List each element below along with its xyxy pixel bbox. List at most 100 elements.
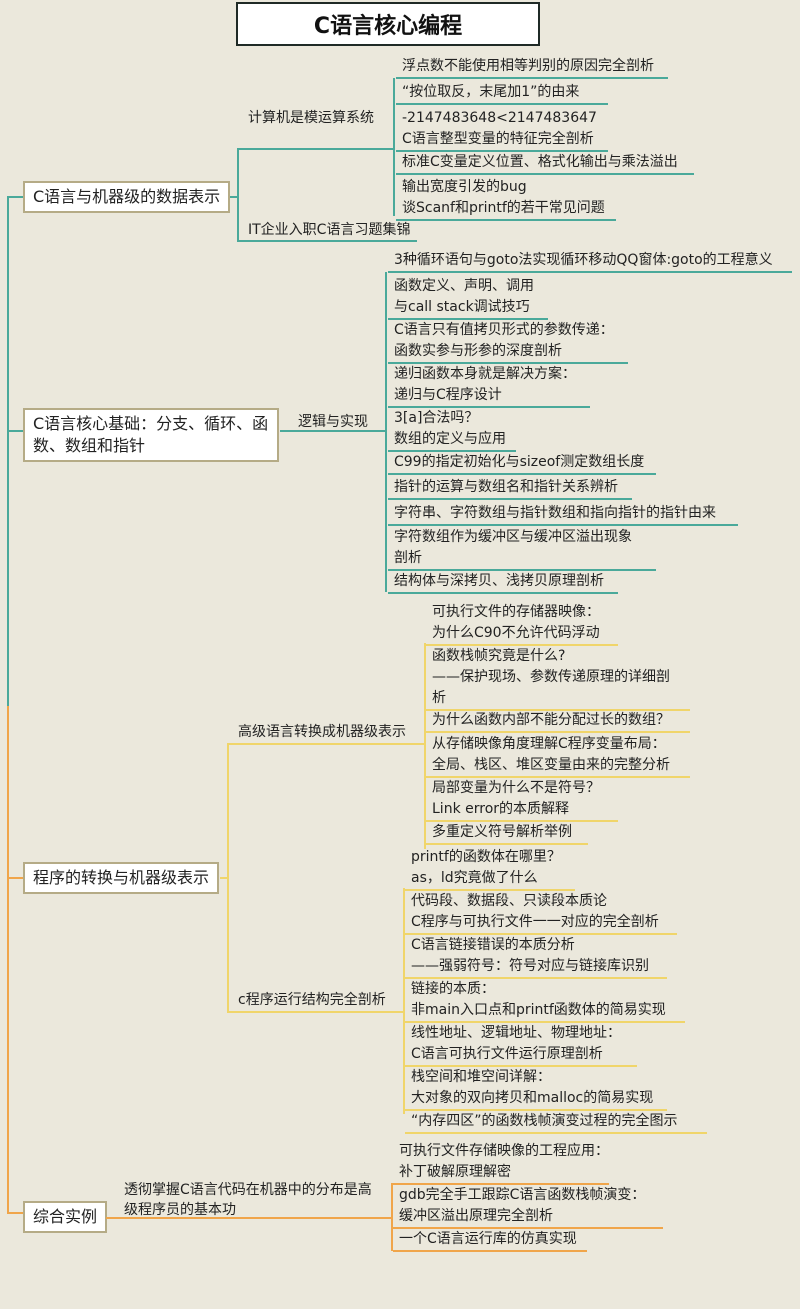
subtopic-high-to-machine[interactable]: 高级语言转换成机器级表示 [238, 724, 406, 740]
leaf-item[interactable]: printf的函数体在哪里？ as，ld究竟做了什么 [405, 847, 575, 891]
leaf-text: 代码段、数据段、只读段本质论 [411, 893, 607, 909]
leaf-text: 补丁破解原理解密 [399, 1164, 511, 1180]
leaf-text: 标准C变量定义位置、格式化输出与乘法溢出 [402, 154, 678, 170]
leaf-text: 局部变量为什么不是符号？ [432, 780, 600, 796]
leaf-text: 全局、栈区、堆区变量由来的完整分析 [432, 757, 670, 773]
leaf-text: 为什么函数内部不能分配过长的数组？ [432, 712, 670, 728]
leaf-text: Link error的本质解释 [432, 801, 570, 817]
leaf-text: 结构体与深拷贝、浅拷贝原理剖析 [394, 573, 604, 589]
leaf-item[interactable]: “按位取反，末尾加1”的由来 [396, 82, 608, 105]
leaf-item[interactable]: 3[a]合法吗？ 数组的定义与应用 [388, 408, 516, 452]
subtopic-modular-arithmetic[interactable]: 计算机是模运算系统 [248, 110, 374, 126]
leaf-item[interactable]: 输出宽度引发的bug 谈Scanf和printf的若干常见问题 [396, 177, 616, 221]
connector [227, 743, 425, 745]
leaf-text: 字符数组作为缓冲区与缓冲区溢出现象 [394, 529, 632, 545]
branch-label: 程序的转换与机器级表示 [33, 868, 210, 887]
subtopic-interview-exercises[interactable]: IT企业入职C语言习题集锦 [248, 222, 411, 238]
branch-label: 综合实例 [33, 1207, 98, 1226]
connector [7, 196, 23, 198]
leaf-text: 指针的运算与数组名和指针关系辨析 [394, 479, 618, 495]
connector [7, 877, 23, 879]
leaf-text: 与call stack调试技巧 [394, 299, 530, 315]
leaf-item[interactable]: 线性地址、逻辑地址、物理地址： C语言可执行文件运行原理剖析 [405, 1023, 637, 1067]
leaf-text: printf的函数体在哪里？ [411, 849, 561, 865]
trunk-teal [7, 196, 9, 706]
leaf-text: 缓冲区溢出原理完全剖析 [399, 1208, 553, 1224]
branch-label: C语言核心基础：分支、循环、函 [33, 414, 269, 433]
branch-core-basics[interactable]: C语言核心基础：分支、循环、函 数、数组和指针 [23, 408, 279, 462]
branch-comprehensive-examples[interactable]: 综合实例 [23, 1201, 108, 1233]
branch-data-representation[interactable]: C语言与机器级的数据表示 [23, 181, 231, 213]
leaf-text: ——保护现场、参数传递原理的详细剖 [432, 669, 670, 685]
leaf-item[interactable]: 链接的本质： 非main入口点和printf函数体的简易实现 [405, 979, 685, 1023]
leaf-item[interactable]: C语言链接错误的本质分析 ——强弱符号：符号对应与链接库识别 [405, 935, 667, 979]
trunk-orange [7, 706, 9, 1212]
leaf-item[interactable]: 多重定义符号解析举例 [426, 822, 588, 845]
leaf-text: C99的指定初始化与sizeof测定数组长度 [394, 454, 645, 470]
leaf-item[interactable]: 一个C语言运行库的仿真实现 [393, 1229, 587, 1252]
subtopic-runtime-structure[interactable]: c程序运行结构完全剖析 [238, 992, 386, 1008]
leaf-item[interactable]: 栈空间和堆空间详解： 大对象的双向拷贝和malloc的简易实现 [405, 1067, 667, 1111]
branch-label: 数、数组和指针 [33, 436, 146, 455]
leaf-item[interactable]: 递归函数本身就是解决方案： 递归与C程序设计 [388, 364, 590, 408]
connector [237, 148, 239, 242]
leaf-item[interactable]: 为什么函数内部不能分配过长的数组？ [426, 710, 690, 733]
connector [393, 78, 395, 216]
leaf-item[interactable]: 可执行文件存储映像的工程应用： 补丁破解原理解密 [393, 1141, 609, 1185]
branch-label: C语言与机器级的数据表示 [33, 187, 221, 206]
leaf-item[interactable]: 局部变量为什么不是符号？ Link error的本质解释 [426, 778, 618, 822]
leaf-text: C语言整型变量的特征完全剖析 [402, 131, 594, 147]
connector [7, 430, 23, 432]
leaf-text: C程序与可执行文件一一对应的完全剖析 [411, 914, 659, 930]
leaf-item[interactable]: 结构体与深拷贝、浅拷贝原理剖析 [388, 571, 618, 594]
leaf-text: “按位取反，末尾加1”的由来 [402, 84, 580, 100]
leaf-text: 可执行文件存储映像的工程应用： [399, 1143, 609, 1159]
leaf-text: 函数栈帧究竟是什么? [432, 648, 566, 664]
connector [227, 1011, 405, 1013]
leaf-item[interactable]: 函数定义、声明、调用 与call stack调试技巧 [388, 276, 548, 320]
subtopic-logic-implementation[interactable]: 逻辑与实现 [298, 414, 368, 430]
leaf-text: 谈Scanf和printf的若干常见问题 [402, 200, 605, 216]
connector [230, 196, 238, 198]
mindmap-title: C语言核心编程 [236, 2, 540, 46]
leaf-text: 栈空间和堆空间详解： [411, 1069, 551, 1085]
leaf-item[interactable]: 浮点数不能使用相等判别的原因完全剖析 [396, 56, 668, 79]
leaf-item[interactable]: 3种循环语句与goto法实现循环移动QQ窗体:goto的工程意义 [388, 250, 792, 273]
subtopic-code-distribution[interactable]: 透彻掌握C语言代码在机器中的分布是高 级程序员的基本功 [124, 1180, 372, 1220]
leaf-text: 递归函数本身就是解决方案： [394, 366, 576, 382]
leaf-item[interactable]: -2147483648<2147483647 C语言整型变量的特征完全剖析 [396, 108, 608, 152]
leaf-item[interactable]: 代码段、数据段、只读段本质论 C程序与可执行文件一一对应的完全剖析 [405, 891, 677, 935]
leaf-item[interactable]: gdb完全手工跟踪C语言函数栈帧演变： 缓冲区溢出原理完全剖析 [393, 1185, 663, 1229]
leaf-text: 递归与C程序设计 [394, 387, 502, 403]
leaf-text: 3种循环语句与goto法实现循环移动QQ窗体:goto的工程意义 [394, 252, 773, 268]
leaf-text: 输出宽度引发的bug [402, 179, 527, 195]
branch-program-conversion[interactable]: 程序的转换与机器级表示 [23, 862, 220, 894]
leaf-item[interactable]: 指针的运算与数组名和指针关系辨析 [388, 477, 632, 500]
leaf-text: 3[a]合法吗？ [394, 410, 479, 426]
leaf-text: 函数定义、声明、调用 [394, 278, 534, 294]
leaf-text: 数组的定义与应用 [394, 431, 506, 447]
connector [237, 240, 417, 242]
connector [227, 743, 229, 1013]
leaf-item[interactable]: 函数栈帧究竟是什么? ——保护现场、参数传递原理的详细剖 析 [426, 646, 690, 711]
connector [391, 1183, 393, 1251]
connector [424, 643, 426, 849]
leaf-item[interactable]: 标准C变量定义位置、格式化输出与乘法溢出 [396, 152, 694, 175]
leaf-text: 一个C语言运行库的仿真实现 [399, 1231, 577, 1247]
leaf-item[interactable]: 字符数组作为缓冲区与缓冲区溢出现象 剖析 [388, 527, 656, 571]
leaf-text: 为什么C90不允许代码浮动 [432, 625, 600, 641]
leaf-text: as，ld究竟做了什么 [411, 870, 538, 886]
leaf-item[interactable]: 字符串、字符数组与指针数组和指向指针的指针由来 [388, 503, 738, 526]
leaf-item[interactable]: C语言只有值拷贝形式的参数传递： 函数实参与形参的深度剖析 [388, 320, 628, 364]
leaf-item[interactable]: 可执行文件的存储器映像： 为什么C90不允许代码浮动 [426, 602, 618, 646]
leaf-text: C语言可执行文件运行原理剖析 [411, 1046, 603, 1062]
connector [220, 877, 228, 879]
leaf-text: ——强弱符号：符号对应与链接库识别 [411, 958, 649, 974]
leaf-text: 剖析 [394, 550, 422, 566]
leaf-item[interactable]: “内存四区”的函数栈帧演变过程的完全图示 [405, 1111, 707, 1134]
leaf-text: 非main入口点和printf函数体的简易实现 [411, 1002, 666, 1018]
leaf-item[interactable]: C99的指定初始化与sizeof测定数组长度 [388, 452, 656, 475]
leaf-text: 浮点数不能使用相等判别的原因完全剖析 [402, 58, 654, 74]
leaf-text: C语言只有值拷贝形式的参数传递： [394, 322, 614, 338]
leaf-item[interactable]: 从存储映像角度理解C程序变量布局： 全局、栈区、堆区变量由来的完整分析 [426, 734, 690, 778]
